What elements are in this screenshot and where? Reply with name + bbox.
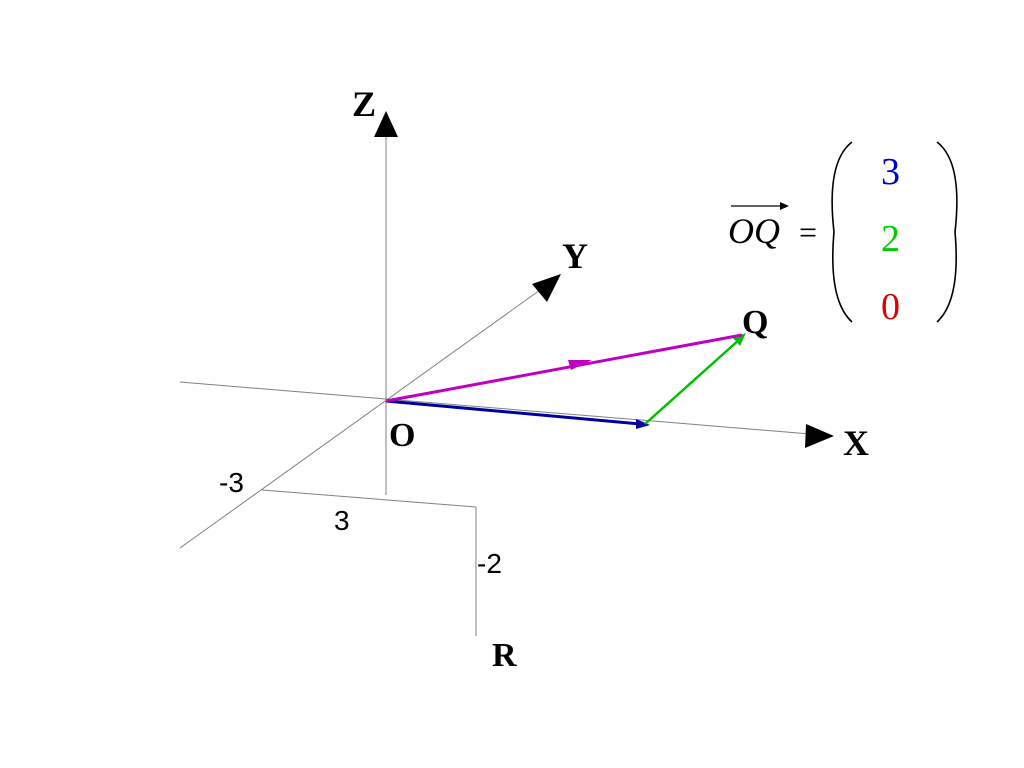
- component-z-value: 0: [881, 286, 900, 328]
- guide-line-minus3-to-3: [261, 489, 477, 508]
- tick-label-3: 3: [334, 505, 350, 536]
- oq-midpoint-arrowhead: [568, 360, 592, 370]
- z-axis-arrowhead: [374, 111, 398, 137]
- y-component-vector: [644, 338, 741, 425]
- left-parenthesis: [831, 141, 853, 323]
- y-axis-label: Y: [562, 236, 588, 276]
- y-axis-line: [179, 289, 541, 549]
- x-axis-arrowhead: [805, 424, 834, 448]
- vector-equation: OQ = 3 2 0: [728, 141, 958, 328]
- origin-label: O: [389, 417, 415, 454]
- z-axis-label: Z: [352, 84, 376, 124]
- x-axis-line: [179, 381, 811, 435]
- x-component-vector: [385, 399, 641, 426]
- tick-label-minus2: -2: [477, 548, 502, 579]
- y-axis-arrowhead: [532, 274, 561, 302]
- y-component-arrowhead: [733, 333, 746, 346]
- point-q-label: Q: [742, 304, 768, 341]
- x-component-arrowhead: [636, 419, 650, 429]
- oq-vector: [385, 333, 743, 403]
- equals-sign: =: [799, 214, 817, 250]
- component-x-value: 3: [881, 151, 900, 193]
- vector-overarrow-head: [780, 202, 789, 210]
- right-parenthesis: [936, 141, 958, 323]
- point-r-label: R: [492, 637, 517, 674]
- vector-name: OQ: [728, 211, 780, 251]
- x-axis-label: X: [843, 423, 869, 463]
- tick-label-minus3: -3: [219, 467, 244, 498]
- component-y-value: 2: [881, 218, 900, 260]
